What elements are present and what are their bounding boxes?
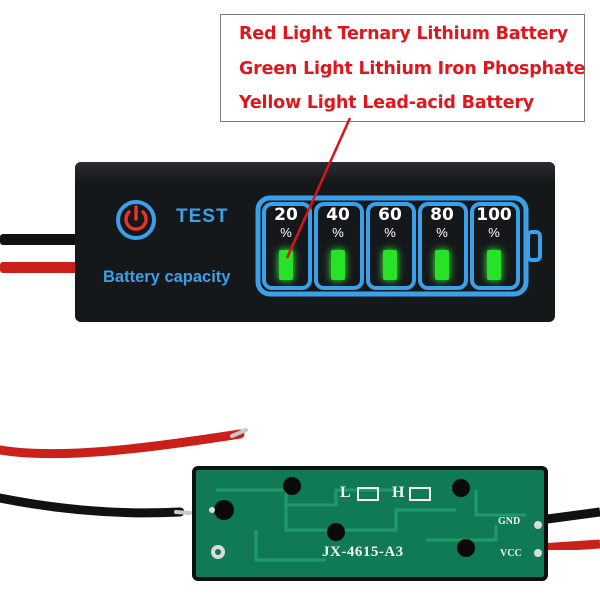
pcb-wires <box>0 428 600 550</box>
pcb-traces <box>209 477 542 562</box>
led-100 <box>487 250 501 280</box>
segment-percent: 100 <box>476 205 512 225</box>
segment-percent-sign: % <box>436 225 448 240</box>
led-80 <box>435 250 449 280</box>
callout-line-green: Green Light Lithium Iron Phosphate <box>239 59 586 79</box>
segment-percent-sign: % <box>384 225 396 240</box>
callout-line-yellow: Yellow Light Lead-acid Battery <box>239 93 535 113</box>
segment-percent: 40 <box>326 205 350 225</box>
segment-percent-sign: % <box>332 225 344 240</box>
led-40 <box>331 250 345 280</box>
pcb-h-label: H <box>392 484 405 501</box>
segment-percent-sign: % <box>280 225 292 240</box>
segment-60: 60 % <box>368 205 412 241</box>
battery-outline-icon <box>255 195 542 297</box>
segment-percent: 60 <box>378 205 402 225</box>
battery-capacity-label: Battery capacity <box>103 268 231 286</box>
segment-percent-sign: % <box>488 225 500 240</box>
pcb-vcc-label: VCC <box>500 548 522 559</box>
segment-100: 100 % <box>472 205 516 241</box>
pcb-l-label: L <box>340 484 351 501</box>
segment-80: 80 % <box>420 205 464 241</box>
pcb-gnd-label: GND <box>498 516 521 527</box>
black-wire <box>0 234 80 245</box>
red-wire <box>0 262 80 273</box>
segment-percent: 80 <box>430 205 454 225</box>
callout-box: Red Light Ternary Lithium Battery Green … <box>220 14 586 122</box>
led-60 <box>383 250 397 280</box>
pcb-model-label: JX-4615-A3 <box>322 544 404 560</box>
pcb-board <box>192 466 548 581</box>
segment-40: 40 % <box>316 205 360 241</box>
test-label: TEST <box>176 206 229 227</box>
power-button-icon[interactable] <box>112 196 168 252</box>
led-20 <box>279 250 293 280</box>
segment-20: 20 % <box>264 205 308 241</box>
segment-percent: 20 <box>274 205 298 225</box>
module-bevel <box>75 162 555 182</box>
callout-line-red: Red Light Ternary Lithium Battery <box>239 24 569 44</box>
